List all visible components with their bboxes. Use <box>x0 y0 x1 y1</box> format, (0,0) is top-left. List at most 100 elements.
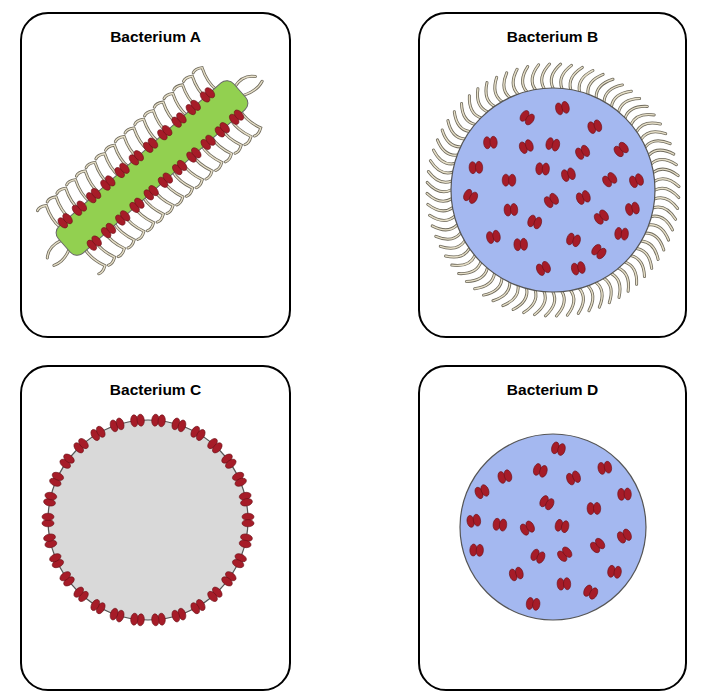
pilus <box>440 241 464 248</box>
protein <box>99 222 117 240</box>
pilus <box>495 77 502 101</box>
proteins <box>42 81 645 626</box>
protein <box>535 260 552 277</box>
protein <box>171 607 188 623</box>
pilus <box>556 292 564 316</box>
protein <box>469 544 483 557</box>
pilus <box>578 289 583 314</box>
protein <box>128 196 146 214</box>
protein <box>556 545 574 563</box>
pilus <box>428 204 453 210</box>
pilus <box>542 64 550 88</box>
pilus <box>645 141 670 147</box>
pilus <box>486 83 495 107</box>
pilus <box>542 64 550 88</box>
pilus <box>504 73 510 98</box>
protein <box>42 513 54 527</box>
protein <box>239 533 254 549</box>
pilus <box>556 292 564 316</box>
pilus <box>243 80 263 99</box>
pilus <box>427 182 451 191</box>
pilus <box>655 179 679 187</box>
pilus <box>604 278 611 302</box>
protein <box>48 552 64 569</box>
protein <box>582 584 599 601</box>
protein <box>171 159 189 177</box>
protein <box>526 597 541 611</box>
protein <box>220 452 238 470</box>
pilus <box>637 123 661 132</box>
protein <box>589 537 607 555</box>
pilus <box>654 169 679 175</box>
protein <box>206 585 224 603</box>
protein <box>58 452 76 470</box>
protein <box>228 108 246 126</box>
protein <box>628 173 645 189</box>
pilus <box>513 69 518 94</box>
protein <box>612 141 630 159</box>
protein <box>519 520 537 537</box>
pilus <box>649 150 674 155</box>
protein <box>85 234 103 252</box>
pilus <box>578 289 583 314</box>
pilus <box>53 249 72 266</box>
protein <box>43 533 58 549</box>
protein <box>497 469 513 484</box>
protein <box>127 149 145 167</box>
card-title: Bacterium C <box>22 381 289 399</box>
protein <box>198 86 216 104</box>
protein <box>109 417 126 433</box>
coccus-cell <box>451 88 655 292</box>
protein <box>43 491 58 507</box>
pilus <box>440 241 464 248</box>
protein <box>502 174 516 186</box>
pilus <box>652 160 677 165</box>
protein <box>130 414 145 427</box>
protein <box>554 101 570 116</box>
coccus-cell <box>48 420 248 620</box>
pilus <box>654 169 679 175</box>
protein <box>575 189 592 205</box>
protein <box>614 227 629 240</box>
protein <box>189 425 207 442</box>
protein <box>56 212 74 230</box>
pilus <box>641 132 665 139</box>
pilus <box>446 249 470 258</box>
protein <box>220 570 238 588</box>
pilus <box>588 286 593 311</box>
protein <box>171 417 188 433</box>
bacterium-card: Bacterium A <box>20 12 291 338</box>
protein <box>466 514 482 528</box>
bacterium-card: Bacterium D <box>418 365 687 691</box>
protein <box>89 425 107 442</box>
protein <box>151 414 166 427</box>
protein <box>535 163 549 176</box>
pilus <box>612 274 621 298</box>
protein <box>486 230 502 245</box>
pilus <box>645 141 670 147</box>
bacterium-card: Bacterium C <box>20 365 291 691</box>
protein <box>565 232 582 247</box>
pilus <box>655 188 679 197</box>
pilus <box>427 182 451 191</box>
bacterium-card: Bacterium B <box>418 12 687 338</box>
protein <box>109 607 126 623</box>
protein <box>189 598 207 615</box>
protein <box>508 566 525 581</box>
pilus <box>655 188 679 197</box>
protein <box>70 199 88 217</box>
pilus <box>588 286 593 311</box>
pilus <box>532 65 538 90</box>
pilus <box>523 67 528 92</box>
protein <box>518 109 536 127</box>
protein <box>532 463 549 478</box>
card-title: Bacterium D <box>420 381 685 399</box>
pilus <box>551 64 560 88</box>
pilus <box>53 249 72 266</box>
pilus <box>641 132 665 139</box>
protein <box>184 98 202 116</box>
protein <box>483 136 497 149</box>
protein <box>542 192 560 209</box>
protein <box>58 570 76 588</box>
